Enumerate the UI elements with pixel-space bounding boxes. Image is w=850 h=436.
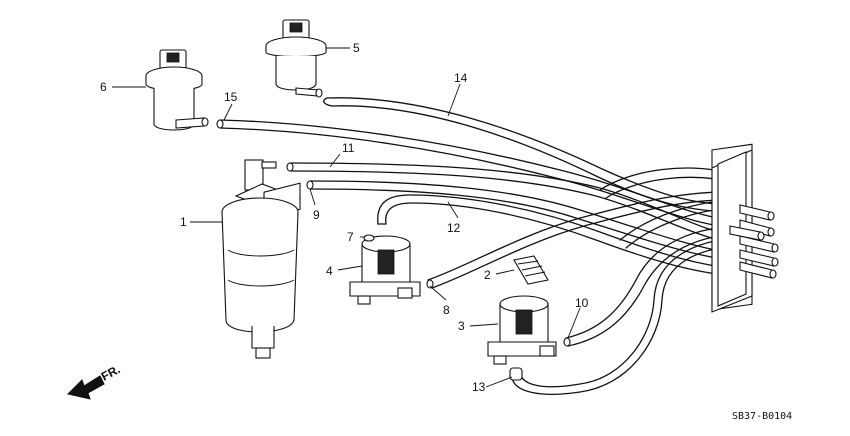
hose-11 [286,162,746,246]
solenoid-valve-4 [349,235,421,305]
callout-12: 12 [447,221,461,235]
hose-13 [509,237,741,395]
callout-10: 10 [575,296,589,310]
diagram-code: SB37-B0104 [732,411,792,422]
hose-10 [563,225,741,347]
hose-8 [426,191,741,289]
canister-1 [221,159,302,359]
callout-2: 2 [484,268,491,282]
hose-12 [377,194,746,278]
clip-7 [363,234,375,242]
callout-1: 1 [180,215,187,229]
hose-15 [216,119,746,230]
callout-14: 14 [454,71,468,85]
callout-11: 11 [342,141,355,155]
vacuum-valve-6 [145,49,209,131]
hose-connector-block [711,143,779,313]
callout-8: 8 [443,303,450,317]
callout-15: 15 [224,90,238,104]
vacuum-valve-5 [265,19,327,98]
callout-4: 4 [326,264,333,278]
front-arrow-icon [67,375,105,400]
connector-nozzles [729,204,779,279]
callout-7: 7 [347,230,354,244]
callout-6: 6 [100,80,107,94]
solenoid-valve-3 [487,295,557,365]
bracket-2 [513,255,549,285]
callout-5: 5 [353,41,360,55]
hose-9 [306,180,746,263]
callout-9: 9 [313,208,320,222]
callout-13: 13 [472,380,486,394]
leader-lines [112,47,581,388]
callout-3: 3 [458,319,465,333]
